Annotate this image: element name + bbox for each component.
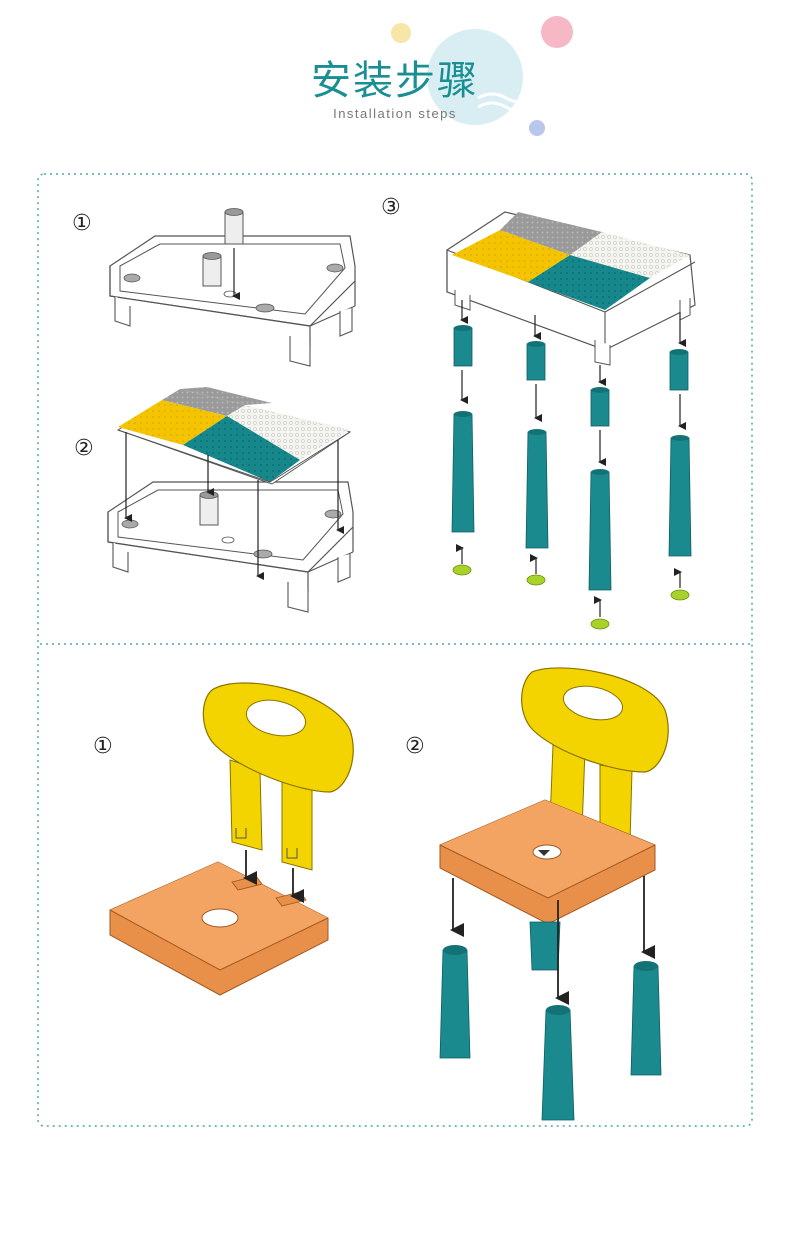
table-step3-label: ③ xyxy=(381,197,401,219)
tabletop-plate xyxy=(118,387,350,484)
foot-pad-4 xyxy=(671,590,689,600)
page-subtitle: Installation steps xyxy=(0,106,790,121)
foot-pad-1 xyxy=(453,565,471,575)
table-step1-label: ① xyxy=(72,213,92,235)
table-leg-2 xyxy=(526,429,548,548)
chair-leg-1 xyxy=(440,945,470,1058)
leg-connector-3 xyxy=(591,387,609,426)
page-title: 安装步骤 xyxy=(0,48,790,106)
table-step1-illustration xyxy=(110,209,355,367)
table-leg-3 xyxy=(589,469,611,590)
table-leg-1 xyxy=(452,411,474,532)
foot-pad-3 xyxy=(591,619,609,629)
leg-connector-2 xyxy=(527,341,545,380)
chair-step1-label: ① xyxy=(93,736,113,758)
foot-pad-2 xyxy=(527,575,545,585)
decor-bubble-blue xyxy=(529,120,545,136)
table-step2-label: ② xyxy=(74,438,94,460)
chair-step2-illustration xyxy=(440,668,668,1120)
chair-leg-3 xyxy=(631,961,661,1075)
decor-bubble-pink xyxy=(541,16,573,48)
decor-bubble-yellow xyxy=(391,23,411,43)
leg-connector-4 xyxy=(670,349,688,390)
leg-connector-1 xyxy=(454,325,472,366)
chair-step1-illustration xyxy=(110,683,353,995)
table-step3-illustration xyxy=(447,212,695,629)
chair-leg-2 xyxy=(542,1005,574,1120)
chair-step2-label: ② xyxy=(405,736,425,758)
table-step2-illustration xyxy=(108,387,353,612)
table-leg-4 xyxy=(669,435,691,556)
